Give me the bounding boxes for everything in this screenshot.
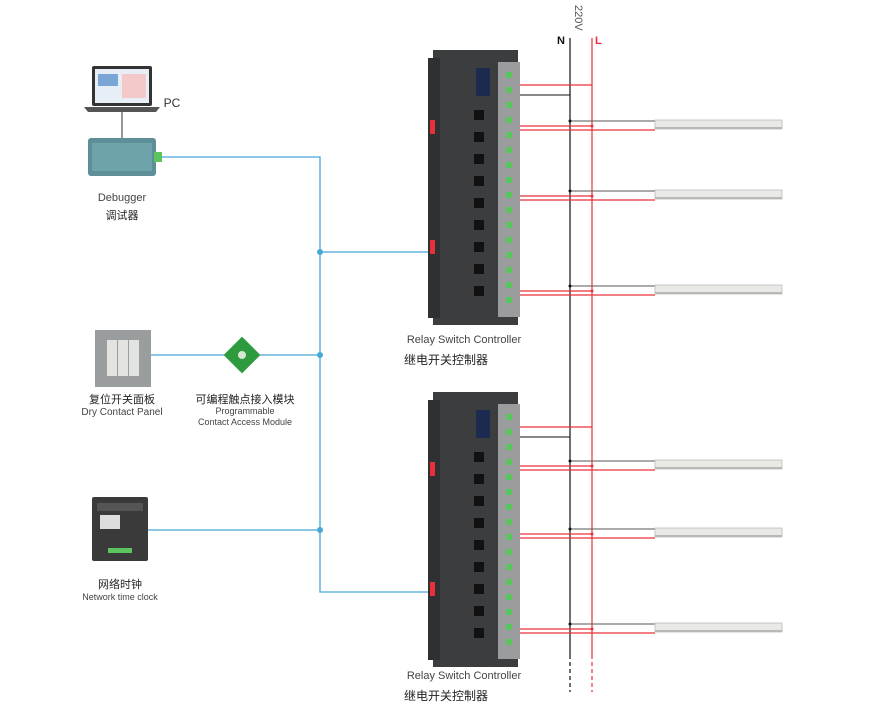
relay-controller-2 (428, 392, 592, 667)
debugger-label-en: Debugger (97, 192, 147, 204)
bus-lines (148, 156, 430, 593)
lamp-icon (654, 527, 783, 538)
lamp-icon (654, 459, 783, 470)
relay-controller-1 (428, 50, 592, 325)
module-label-en-1: Programmable (215, 406, 275, 416)
controller-1-label-cn: 继电开关控制器 (403, 353, 489, 367)
neutral-label: N (557, 35, 565, 47)
lamp-icon (654, 189, 783, 200)
clock-label-cn: 网络时钟 (98, 579, 142, 591)
bus-junctions (317, 249, 323, 533)
module-label-cn: 可编程触点接入模块 (195, 394, 295, 406)
lamp-icon (654, 119, 783, 130)
controller-2-label-cn: 继电开关控制器 (403, 689, 489, 703)
laptop-icon (84, 66, 160, 112)
pc-label: PC (163, 96, 181, 110)
dry-contact-panel (95, 330, 151, 387)
network-time-clock (92, 497, 148, 561)
clock-label-en: Network time clock (82, 592, 158, 602)
contact-access-module (223, 336, 261, 374)
controller-1-label-en: Relay Switch Controller (406, 334, 522, 346)
lamp-icon (654, 284, 783, 295)
module-label-en-2: Contact Access Module (197, 417, 293, 427)
voltage-label: 220V (572, 5, 584, 31)
debugger-device (88, 138, 162, 176)
dry-panel-label-cn: 复位开关面板 (89, 394, 155, 406)
live-label: L (595, 35, 602, 47)
controller-2-label-en: Relay Switch Controller (406, 670, 522, 682)
power-rails (569, 38, 593, 692)
lamp-icon (654, 622, 783, 633)
dry-panel-label-en: Dry Contact Panel (81, 407, 163, 418)
debugger-label-cn: 调试器 (105, 210, 139, 222)
